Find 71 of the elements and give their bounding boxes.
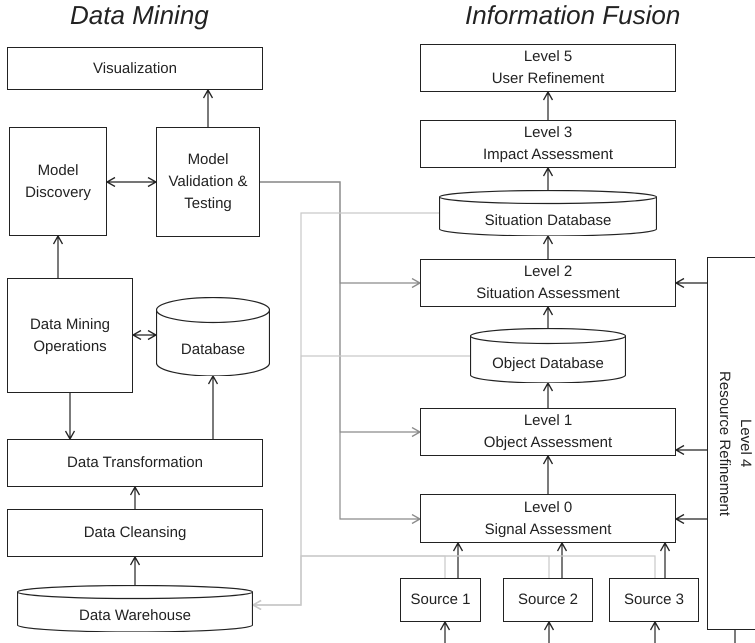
process-box bbox=[7, 278, 133, 393]
node-label: Level 2 bbox=[524, 262, 572, 282]
node-label: Level 1 bbox=[524, 411, 572, 431]
arrow bbox=[542, 235, 554, 259]
node-label: Source 2 bbox=[518, 590, 578, 610]
section-title: Data Mining bbox=[70, 2, 209, 28]
arrow bbox=[542, 91, 554, 120]
node-label: Model Validation & Testing bbox=[168, 150, 248, 214]
arrow bbox=[130, 486, 140, 509]
arrow bbox=[660, 542, 670, 578]
node-label: User Refinement bbox=[492, 69, 604, 89]
node-label: Object Database bbox=[492, 354, 604, 373]
process-box bbox=[156, 127, 260, 237]
arrow bbox=[130, 556, 140, 585]
process-box bbox=[7, 47, 263, 90]
node-label: Data Warehouse bbox=[78, 606, 191, 625]
arrow bbox=[542, 455, 554, 494]
database-cylinder bbox=[156, 297, 270, 376]
arrow bbox=[650, 621, 660, 643]
arrow bbox=[64, 393, 76, 440]
arrow bbox=[675, 514, 707, 524]
arrow bbox=[202, 89, 214, 127]
node-label: Level 0 bbox=[524, 498, 572, 518]
arrow bbox=[675, 278, 707, 288]
node-label: Source 3 bbox=[624, 590, 684, 610]
database-cylinder bbox=[439, 190, 657, 236]
node-label: Data Cleansing bbox=[84, 523, 186, 543]
arrow bbox=[542, 167, 554, 190]
arrow bbox=[542, 306, 554, 328]
arrow bbox=[675, 444, 707, 456]
process-box bbox=[420, 259, 676, 307]
node-label: Level 5 bbox=[524, 47, 572, 67]
process-box bbox=[707, 257, 755, 630]
process-box bbox=[7, 439, 263, 487]
process-box bbox=[400, 578, 481, 622]
process-box bbox=[609, 578, 699, 622]
process-box bbox=[503, 578, 593, 622]
node-label: Database bbox=[180, 340, 246, 359]
node-label: Level 3 bbox=[524, 123, 572, 143]
arrow bbox=[440, 621, 450, 643]
node-label: Data Transformation bbox=[67, 453, 203, 473]
connector-line bbox=[734, 630, 736, 643]
node-label: Situation Assessment bbox=[476, 284, 620, 304]
database-cylinder bbox=[470, 328, 626, 383]
arrow bbox=[556, 542, 568, 578]
node-label: Model Discovery bbox=[24, 160, 92, 202]
process-box bbox=[7, 509, 263, 557]
arrow bbox=[106, 176, 157, 188]
arrow bbox=[452, 542, 464, 578]
arrow bbox=[52, 235, 64, 278]
arrow bbox=[132, 330, 157, 340]
node-label: Situation Database bbox=[484, 210, 612, 230]
process-box bbox=[420, 494, 676, 543]
node-label: Resource Refinement bbox=[715, 370, 734, 516]
node-label: Source 1 bbox=[410, 590, 471, 610]
arrow bbox=[544, 621, 554, 643]
node-label: Level 4 bbox=[736, 419, 755, 468]
node-label: Data Mining Operations bbox=[28, 314, 112, 356]
node-label: Impact Assessment bbox=[482, 145, 614, 165]
process-box bbox=[420, 120, 676, 168]
process-box bbox=[9, 127, 107, 236]
arrow bbox=[208, 375, 218, 439]
arrow bbox=[542, 382, 554, 408]
section-title: Information Fusion bbox=[465, 2, 680, 28]
node-label: Object Assessment bbox=[484, 433, 612, 453]
process-box bbox=[420, 408, 676, 456]
node-label: Signal Assessment bbox=[484, 520, 612, 540]
node-label: Visualization bbox=[93, 58, 177, 78]
arrow bbox=[260, 181, 421, 524]
process-box bbox=[420, 44, 676, 92]
database-cylinder bbox=[17, 585, 253, 632]
